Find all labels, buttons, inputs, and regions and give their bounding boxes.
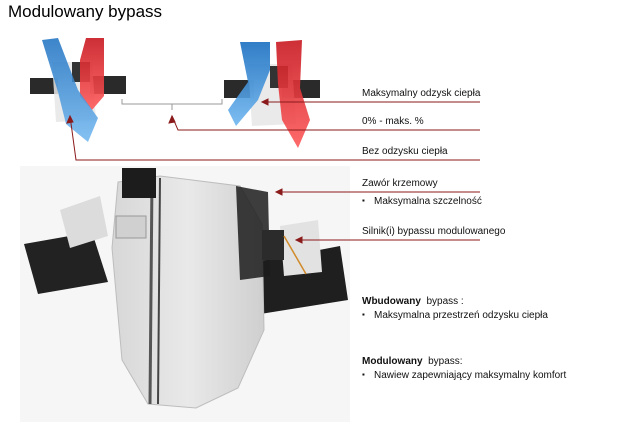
large-unit-illustration: [20, 166, 350, 422]
section-built-in-title: Wbudowany bypass :: [362, 296, 464, 307]
top-damper: [122, 168, 156, 198]
callout-arrowhead: [66, 114, 74, 124]
left-duct: [60, 196, 108, 248]
callout-line-no-recovery: [69, 115, 480, 161]
warm-air-arrow: [276, 40, 310, 148]
range-bracket: [121, 99, 223, 110]
exchanger-seam: [148, 177, 154, 405]
bullet-icon: ▪: [362, 370, 365, 379]
label-no-heat-recovery: Bez odzysku ciepła: [362, 146, 448, 157]
section-title-bold: Wbudowany: [362, 296, 421, 307]
section-title-rest: bypass:: [422, 356, 463, 367]
label-silicon-valve: Zawór krzemowy: [362, 178, 438, 189]
section-title-bold: Modulowany: [362, 356, 423, 367]
silicon-valve-damper: [236, 186, 270, 280]
callout-arrowhead: [168, 114, 176, 124]
page-title: Modulowany bypass: [8, 2, 163, 21]
left-tray: [30, 78, 58, 94]
left-tray: [24, 232, 108, 294]
callout-arrowhead: [294, 236, 303, 244]
bullet-text: Nawiew zapewniający maksymalny komfort: [374, 370, 567, 381]
recovery-airflow-illustration: [224, 40, 320, 148]
cold-air-arrow: [42, 38, 98, 142]
bullet-max-tightness: ▪ Maksymalna szczelność: [362, 196, 482, 207]
warm-air-arrow: [80, 38, 104, 110]
bullet-icon: ▪: [362, 310, 365, 319]
bypass-airflow-illustration: [30, 38, 126, 142]
bullet-text: Maksymalna szczelność: [374, 196, 482, 207]
right-duct: [280, 220, 322, 276]
label-max-heat-recovery: Maksymalny odzysk ciepła: [362, 88, 481, 99]
bullet-text: Maksymalna przestrzeń odzysku ciepła: [374, 310, 548, 321]
info-label: [115, 215, 147, 239]
callout-line-range: [171, 115, 480, 131]
label-range: 0% - maks. %: [362, 116, 424, 127]
motor-cable: [283, 235, 307, 275]
callout-arrowhead: [274, 188, 283, 196]
callout-arrowhead: [260, 98, 269, 106]
bypass-motor: [262, 230, 284, 260]
bullet-icon: ▪: [362, 196, 365, 205]
label-motor: Silnik(i) bypassu modulowanego: [362, 226, 506, 237]
section-title-rest: bypass :: [420, 296, 464, 307]
bullet-built-in: ▪ Maksymalna przestrzeń odzysku ciepła: [362, 310, 548, 321]
cold-air-arrow: [228, 42, 270, 126]
bullet-modulated: ▪ Nawiew zapewniający maksymalny komfort: [362, 370, 566, 381]
section-modulated-title: Modulowany bypass:: [362, 356, 463, 367]
